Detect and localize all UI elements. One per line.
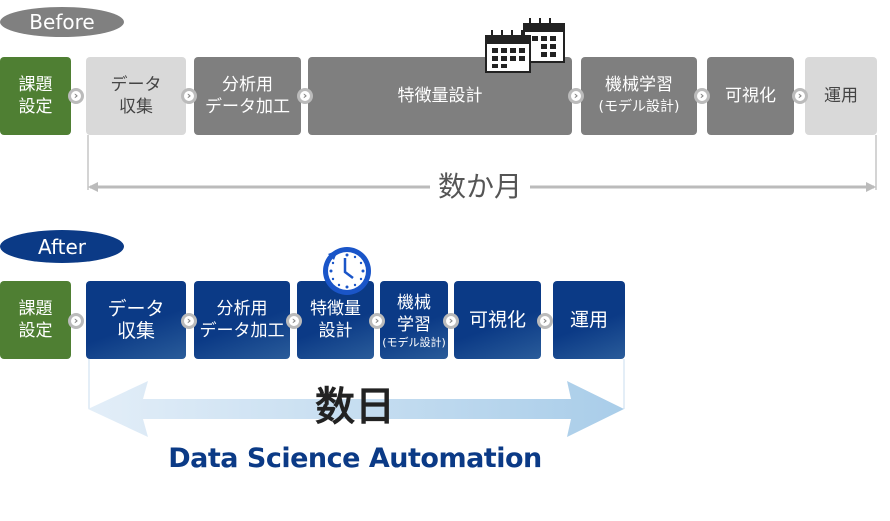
chevron-right-icon: › [286,313,302,329]
step-label: 分析用 [216,299,268,319]
after-step-machine-learning: 機械学習(モデル設計) [380,281,448,359]
step-label: 設計 [318,321,353,341]
after-step-data-collection: データ収集 [86,281,186,359]
step-label: 機械学習 [605,75,673,95]
before-step-data-processing: 分析用データ加工 [194,57,301,135]
after-step-visualization: 可視化 [454,281,541,359]
step-label: 課題 [18,299,53,319]
after-step-feature-design: 特徴量設計 [297,281,374,359]
before-label: Before [0,7,124,37]
after-step-problem-setting: 課題設定 [0,281,71,359]
chevron-right-icon: › [443,313,459,329]
after-duration: 数日 [315,384,395,430]
chevron-right-icon: › [568,88,584,104]
step-label: 運用 [569,309,608,331]
chevron-right-icon: › [694,88,710,104]
chevron-right-icon: › [792,88,808,104]
after-duration-arrow [88,359,625,437]
after-step-operation: 運用 [553,281,625,359]
step-label: 課題 [18,75,53,95]
before-duration: 数か月 [430,165,530,205]
step-label: 特徴量 [310,299,361,319]
step-label: 可視化 [725,86,776,106]
step-label: データ加工 [205,97,290,117]
before-step-machine-learning: 機械学習 (モデル設計) [581,57,697,135]
clock-icon [323,247,371,295]
chevron-right-icon: › [369,313,385,329]
step-label: 機械 [397,292,431,313]
step-label: 収集 [116,320,155,342]
step-label: 設定 [18,97,53,117]
step-label: (モデル設計) [598,99,680,115]
step-label: データ [107,298,165,320]
chevron-right-icon: › [181,313,197,329]
step-label: 分析用 [222,75,273,95]
before-step-visualization: 可視化 [707,57,794,135]
tagline: Data Science Automation [168,443,542,474]
step-label: データ加工 [199,321,285,341]
after-label: After [0,230,124,263]
step-label: データ [110,75,162,95]
step-label: 学習 [397,314,431,335]
step-label: 運用 [824,86,858,106]
before-step-problem-setting: 課題設定 [0,57,71,135]
step-label: 可視化 [468,309,526,331]
step-label: 特徴量設計 [397,86,483,106]
after-step-data-processing: 分析用データ加工 [194,281,290,359]
before-step-data-collection: データ収集 [86,57,186,135]
chevron-right-icon: › [181,88,197,104]
step-label: (モデル設計) [382,335,446,349]
chevron-right-icon: › [297,88,313,104]
chevron-right-icon: › [68,313,84,329]
before-step-operation: 運用 [805,57,877,135]
calendar-icon [485,18,565,73]
step-label: 収集 [119,97,153,117]
chevron-right-icon: › [537,313,553,329]
step-label: 設定 [18,321,53,341]
chevron-right-icon: › [68,88,84,104]
